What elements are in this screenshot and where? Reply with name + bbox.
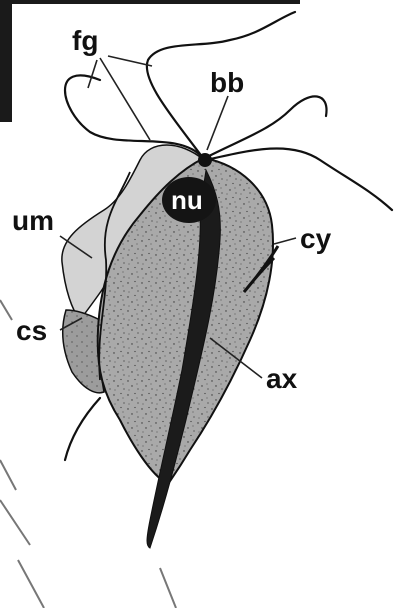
label-ax: ax bbox=[266, 363, 298, 394]
leader-fg-2 bbox=[100, 58, 150, 140]
label-cy: cy bbox=[300, 223, 332, 254]
leader-fg-3 bbox=[108, 56, 152, 66]
leader-fg-1 bbox=[88, 60, 97, 88]
label-cs: cs bbox=[16, 315, 47, 346]
leader-cy bbox=[274, 238, 296, 244]
leader-bb bbox=[207, 96, 228, 150]
label-um: um bbox=[12, 205, 54, 236]
label-bb: bb bbox=[210, 67, 244, 98]
label-fg: fg bbox=[72, 25, 98, 56]
top-edge-bar bbox=[0, 0, 300, 4]
flagellum-1 bbox=[65, 75, 203, 158]
posterior-flagellum bbox=[65, 398, 100, 460]
corner-block bbox=[0, 0, 12, 122]
label-nu: nu bbox=[171, 185, 203, 215]
basal-body bbox=[198, 153, 212, 167]
